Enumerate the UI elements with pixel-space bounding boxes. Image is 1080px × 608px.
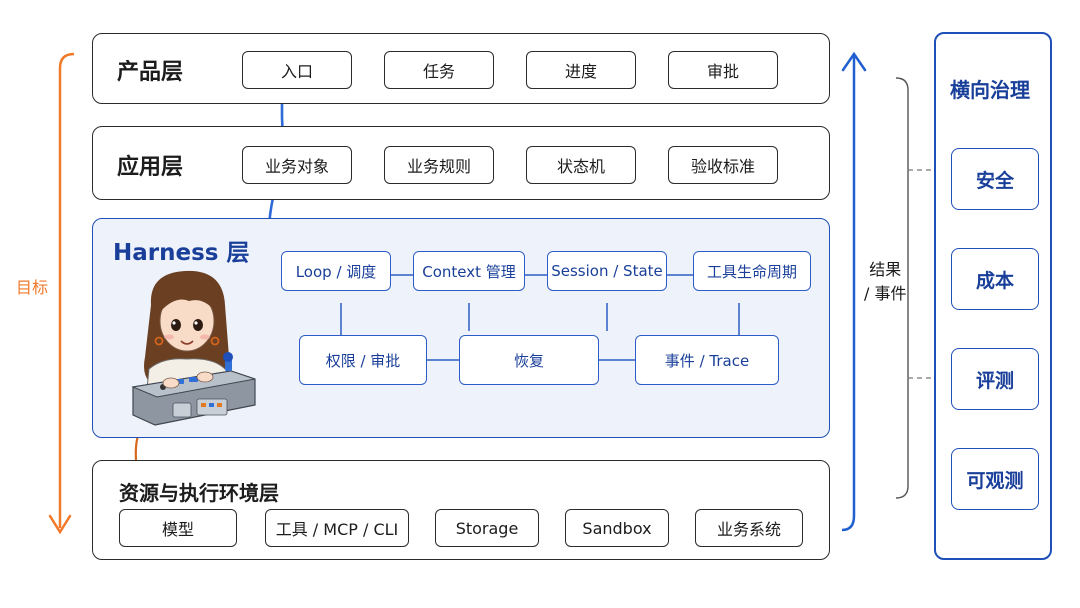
governance-evaluation[interactable]: 评测: [951, 348, 1039, 410]
feedback-bracket: [895, 77, 909, 499]
harness-connectors: [340, 274, 740, 361]
goal-arrow: [58, 52, 75, 528]
layer-title: 应用层: [117, 155, 184, 180]
chip-model[interactable]: 模型: [119, 509, 237, 547]
chip-business-object[interactable]: 业务对象: [242, 146, 352, 184]
governance-cost[interactable]: 成本: [951, 248, 1039, 310]
chip-approval[interactable]: 审批: [668, 51, 778, 89]
operator-illustration: [131, 270, 256, 426]
product-layer: 产品层 入口 任务 进度 审批: [92, 33, 830, 104]
chip-storage[interactable]: Storage: [435, 509, 539, 547]
feedback-arrow: [841, 56, 856, 532]
chip-task[interactable]: 任务: [384, 51, 494, 89]
goal-arrow-head: [48, 514, 72, 535]
governance-security[interactable]: 安全: [951, 148, 1039, 210]
chip-progress[interactable]: 进度: [526, 51, 636, 89]
chip-tool-lifecycle[interactable]: 工具生命周期: [693, 251, 811, 291]
harness-layer: Harness 层 Loop / 调度 Context 管理 Session /…: [92, 218, 830, 438]
application-layer: 应用层 业务对象 业务规则 状态机 验收标准: [92, 126, 830, 200]
chip-sandbox[interactable]: Sandbox: [565, 509, 669, 547]
chip-business-systems[interactable]: 业务系统: [695, 509, 803, 547]
layer-title: 产品层: [117, 60, 184, 85]
governance-panel: 横向治理 安全 成本 评测 可观测: [934, 32, 1052, 560]
chip-tools-mcp-cli[interactable]: 工具 / MCP / CLI: [265, 509, 409, 547]
layer-title: Harness 层: [113, 240, 250, 266]
feedback-label-line: 结果: [869, 260, 902, 279]
feedback-arrow-head: [841, 51, 867, 72]
chip-permission-approval[interactable]: 权限 / 审批: [299, 335, 427, 385]
resource-layer: 资源与执行环境层 模型 工具 / MCP / CLI Storage Sandb…: [92, 460, 830, 560]
layer-title: 资源与执行环境层: [119, 481, 279, 505]
chip-state-machine[interactable]: 状态机: [526, 146, 636, 184]
chip-business-rules[interactable]: 业务规则: [384, 146, 494, 184]
chip-acceptance-criteria[interactable]: 验收标准: [668, 146, 778, 184]
chip-event-trace[interactable]: 事件 / Trace: [635, 335, 779, 385]
chip-session-state[interactable]: Session / State: [547, 251, 667, 291]
feedback-label-line: / 事件: [864, 284, 907, 303]
chip-context-management[interactable]: Context 管理: [413, 251, 525, 291]
goal-label: 目标: [16, 278, 49, 297]
chip-recovery[interactable]: 恢复: [459, 335, 599, 385]
feedback-label: 结果 / 事件: [864, 258, 906, 306]
governance-title: 横向治理: [950, 78, 1030, 102]
governance-observability[interactable]: 可观测: [951, 448, 1039, 510]
chip-loop-scheduling[interactable]: Loop / 调度: [281, 251, 391, 291]
chip-entry[interactable]: 入口: [242, 51, 352, 89]
